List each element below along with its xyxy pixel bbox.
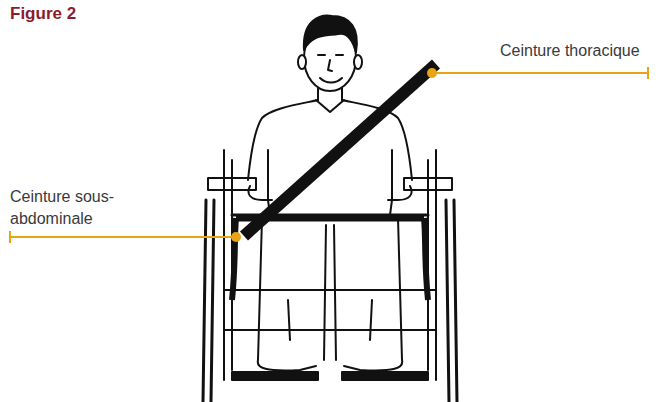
part-label: Ceinture thoracique — [500, 40, 650, 62]
part-label: Ceinture sous-abdominale — [10, 186, 145, 230]
leader-line — [10, 67, 648, 243]
figure-title: Figure 2 — [10, 4, 76, 24]
